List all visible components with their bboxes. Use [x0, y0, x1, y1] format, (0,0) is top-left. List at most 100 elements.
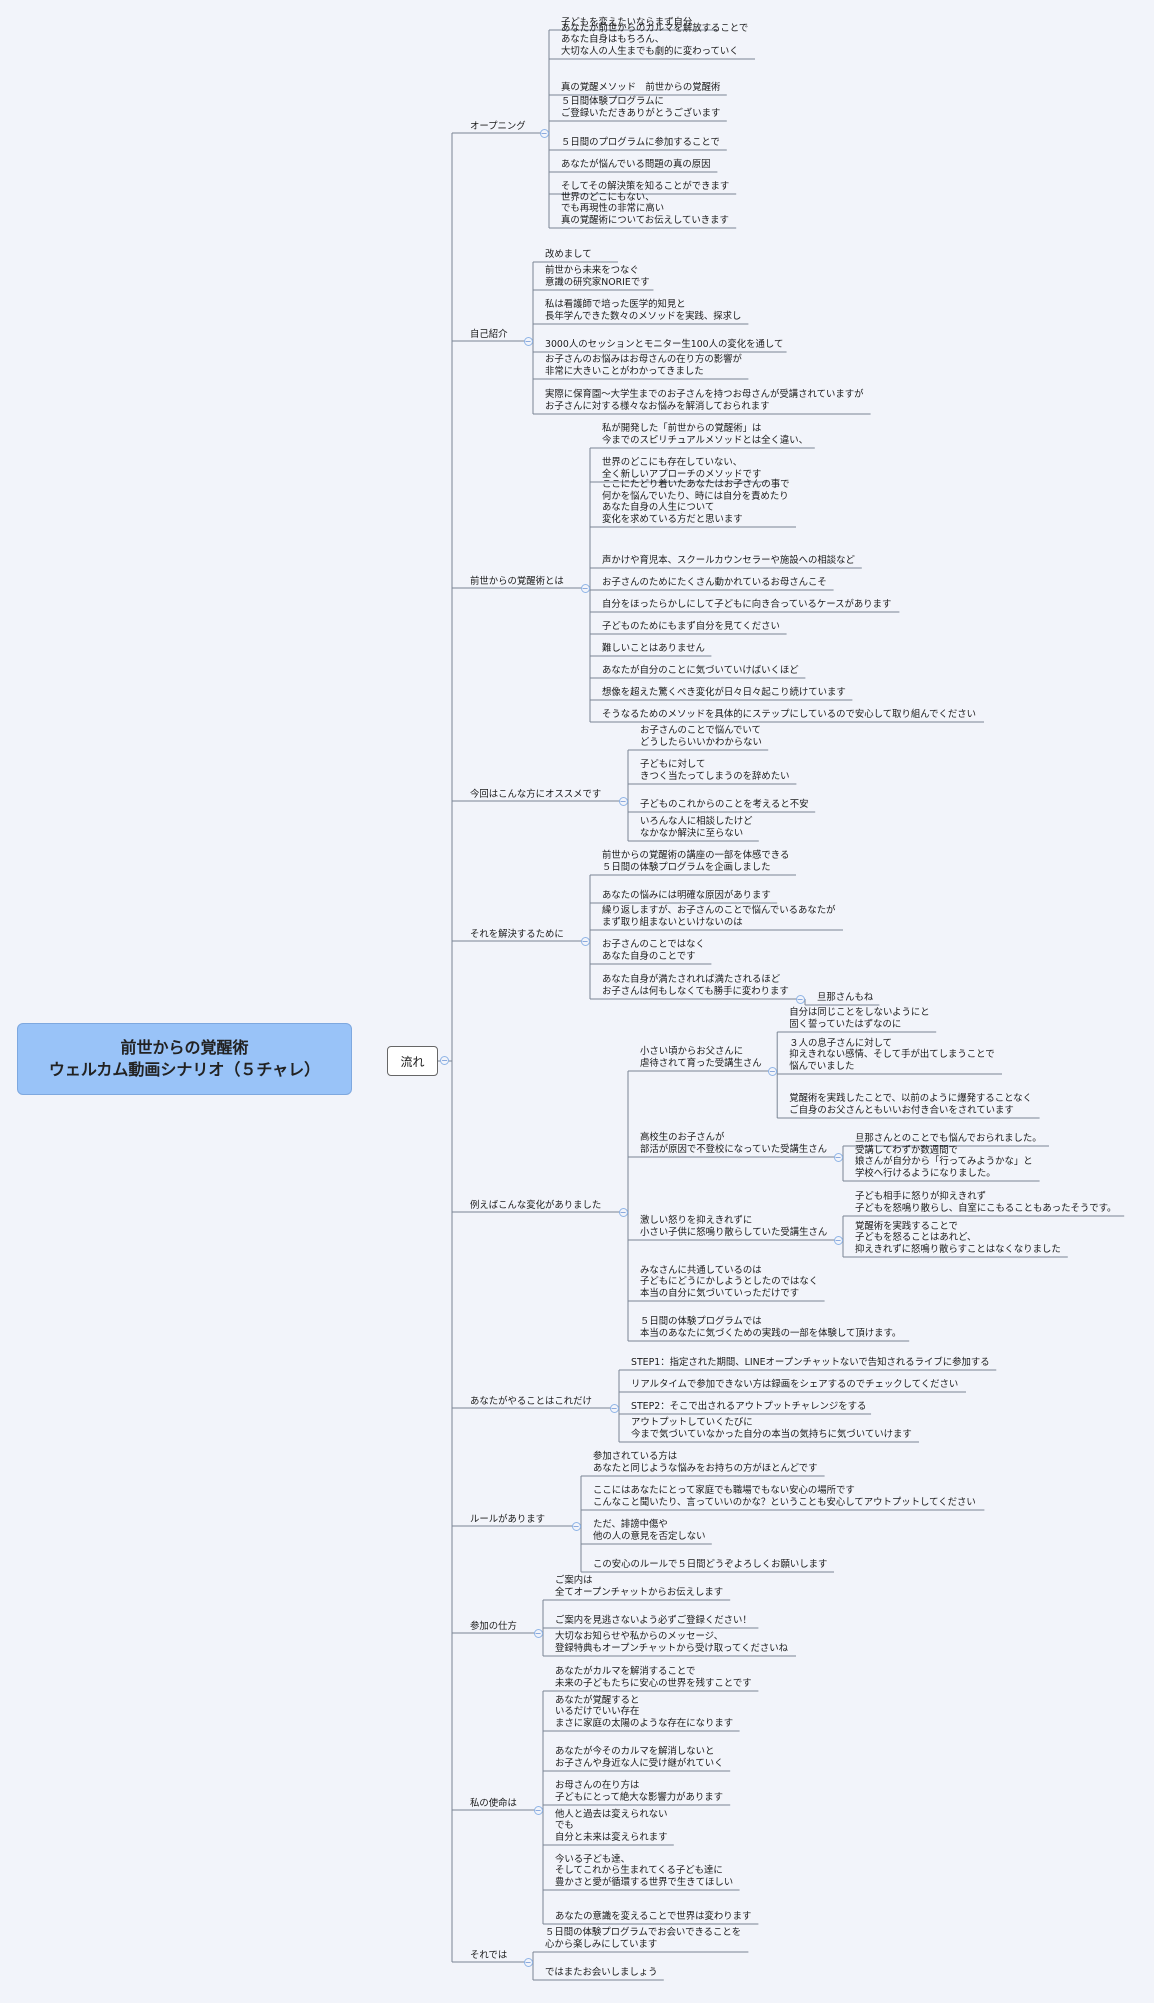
sub-leaf-node[interactable]: 覚醒術を実践することで子どもを怒ることはあれど、抑えきれずに怒鳴り散らすことはな…: [855, 1221, 1061, 1256]
branch-b2[interactable]: 自己紹介: [470, 328, 508, 340]
collapse-toggle-icon[interactable]: −: [767, 1066, 777, 1076]
leaf-node[interactable]: あなたが悩んでいる問題の真の原因: [561, 159, 711, 171]
leaf-node[interactable]: あなたの意識を変えることで世界は変わります: [555, 1911, 751, 1923]
leaf-node[interactable]: 世界のどこにもない、でも再現性の非常に高い真の覚醒術についてお伝えしていきます: [561, 192, 729, 227]
leaf-node[interactable]: ここにはあなたにとって家庭でも職場でもない安心の場所ですこんなこと聞いたり、言っ…: [593, 1485, 976, 1508]
collapse-toggle-icon[interactable]: −: [580, 936, 590, 946]
leaf-node[interactable]: 前世から未来をつなぐ意識の研究家NORIEです: [545, 265, 650, 288]
leaf-node[interactable]: そしてその解決策を知ることができます: [561, 181, 729, 193]
leaf-node[interactable]: 他人と過去は変えられないでも自分と未来は変えられます: [555, 1809, 668, 1844]
leaf-node[interactable]: お子さんのためにたくさん動かれているお母さんこそ: [602, 577, 827, 589]
branch-b6[interactable]: 例えばこんな変化がありました: [470, 1199, 602, 1211]
collapse-toggle-icon[interactable]: −: [580, 583, 590, 593]
branch-b1[interactable]: オープニング: [470, 120, 526, 132]
sub-leaf-node[interactable]: 旦那さんとのことでも悩んでおられました。: [855, 1133, 1042, 1145]
sub-leaf-node[interactable]: 覚醒術を実践したことで、以前のように爆発することなくご自身のお父さんともいいお付…: [789, 1093, 1032, 1116]
leaf-node[interactable]: お子さんのことで悩んでいてどうしたらいいかわからない: [640, 725, 762, 748]
leaf-node[interactable]: 大切なお知らせや私からのメッセージ、登録特典もオープンチャットから受け取ってくだ…: [555, 1631, 788, 1654]
leaf-node[interactable]: あなたの悩みには明確な原因があります: [602, 890, 771, 902]
leaf-node[interactable]: お子さんのことではなくあなた自身のことです: [602, 939, 705, 962]
leaf-node[interactable]: 子どもに対してきつく当たってしまうのを辞めたい: [640, 759, 790, 782]
leaf-node[interactable]: ご案内は全てオープンチャットからお伝えします: [555, 1575, 723, 1598]
collapse-toggle-icon[interactable]: −: [571, 1521, 581, 1531]
leaf-node[interactable]: あなたが覚醒するといるだけでいい存在まさに家庭の太陽のような存在になります: [555, 1695, 733, 1730]
leaf-node[interactable]: あなたが今そのカルマを解消しないとお子さんや身近な人に受け継がれていく: [555, 1746, 723, 1769]
node-text-line: まず取り組まないといけないのは: [602, 916, 743, 928]
sub-leaf-node[interactable]: 旦那さんもね: [817, 992, 873, 1004]
collapse-toggle-icon[interactable]: −: [523, 1957, 533, 1967]
leaf-node[interactable]: 声かけや育児本、スクールカウンセラーや施設への相談など: [602, 555, 855, 567]
leaf-node[interactable]: 実際に保育園〜大学生までのお子さんを持つお母さんが受講されていますがお子さんに対…: [545, 389, 863, 412]
collapse-toggle-icon[interactable]: −: [533, 1628, 543, 1638]
leaf-node[interactable]: ５日間の体験プログラムでは本当のあなたに気づくための実践の一部を体験して頂けます…: [640, 1316, 901, 1339]
leaf-node[interactable]: ただ、誹謗中傷や他の人の意見を否定しない: [593, 1519, 706, 1542]
branch-b3[interactable]: 前世からの覚醒術とは: [470, 575, 564, 587]
leaf-node[interactable]: みなさんに共通しているのは子どもにどうにかしようとしたのではなく本当の自分に気づ…: [640, 1265, 818, 1300]
leaf-node[interactable]: 小さい頃からお父さんに虐待されて育った受講生さん: [640, 1046, 762, 1069]
collapse-toggle-icon[interactable]: −: [523, 336, 533, 346]
collapse-toggle-icon[interactable]: −: [618, 796, 628, 806]
leaf-node[interactable]: ５日間の体験プログラムでお会いできることを心から楽しみにしています: [545, 1927, 741, 1950]
leaf-node[interactable]: いろんな人に相談したけどなかなか解決に至らない: [640, 816, 753, 839]
leaf-node[interactable]: 子どものこれからのことを考えると不安: [640, 799, 808, 811]
branch-b11[interactable]: それでは: [470, 1949, 508, 1961]
collapse-toggle-icon[interactable]: −: [833, 1235, 843, 1245]
branch-b4[interactable]: 今回はこんな方にオススメです: [470, 788, 602, 800]
leaf-node[interactable]: STEP1：指定された期間、LINEオープンチャットないで告知されるライブに参加…: [631, 1357, 990, 1369]
leaf-node[interactable]: お母さんの在り方は子どもにとって絶大な影響力があります: [555, 1780, 723, 1803]
leaf-node[interactable]: 想像を超えた驚くべき変化が日々日々起こり続けています: [602, 687, 846, 699]
leaf-node[interactable]: ここにたどり着いたあなたはお子さんの事で何かを悩んでいたり、時には自分を責めたり…: [602, 479, 790, 525]
node-text-line: アウトプットしていくたびに: [631, 1417, 753, 1428]
leaf-node[interactable]: ５日間のプログラムに参加することで: [561, 137, 720, 149]
sub-leaf-node[interactable]: 自分は同じことをしないようにと固く誓っていたはずなのに: [789, 1007, 929, 1030]
leaf-node[interactable]: 私は看護師で培った医学的知見と長年学んできた数々のメソッドを実践、探求し: [545, 299, 741, 322]
collapse-toggle-icon[interactable]: −: [618, 1207, 628, 1217]
collapse-toggle-icon[interactable]: −: [609, 1403, 619, 1413]
leaf-node[interactable]: 私が開発した「前世からの覚醒術」は今までのスピリチュアルメソッドとは全く違い、: [602, 423, 808, 446]
leaf-node[interactable]: ではまたお会いしましょう: [545, 1967, 658, 1979]
leaf-node[interactable]: アウトプットしていくたびに今まで気づいていなかった自分の本当の気持ちに気づいてい…: [631, 1417, 912, 1440]
branch-b8[interactable]: ルールがあります: [470, 1513, 546, 1525]
leaf-node[interactable]: 真の覚醒メソッド 前世からの覚醒術: [561, 82, 720, 94]
leaf-node[interactable]: あなた自身が満たされれば満たされるほどお子さんは何もしなくても勝手に変わります: [602, 974, 789, 997]
leaf-node[interactable]: そうなるためのメソッドを具体的にステップにしているので安心して取り組んでください: [602, 709, 976, 721]
branch-b5[interactable]: それを解決するために: [470, 928, 564, 940]
leaf-node[interactable]: 参加されている方はあなたと同じような悩みをお持ちの方がほとんどです: [593, 1451, 818, 1474]
leaf-node[interactable]: 難しいことはありません: [602, 643, 705, 655]
center-topic[interactable]: 流れ: [387, 1046, 438, 1076]
leaf-node[interactable]: ５日間体験プログラムにご登録いただきありがとうございます: [561, 96, 720, 119]
sub-leaf-node[interactable]: ３人の息子さんに対して抑えきれない感情、そして手が出てしまうことで悩んでいました: [789, 1038, 994, 1073]
collapse-toggle-icon[interactable]: −: [539, 128, 549, 138]
collapse-toggle-icon[interactable]: −: [440, 1056, 449, 1065]
leaf-node[interactable]: あなたが前世からのカルマを解放することであなた自身はもちろん、大切な人の人生まで…: [561, 23, 748, 58]
sub-leaf-node[interactable]: 受講してわずか数週間で娘さんが自分から「行ってみようかな」と学校へ行けるようにな…: [855, 1145, 1033, 1180]
leaf-node[interactable]: 高校生のお子さんが部活が原因で不登校になっていた受講生さん: [640, 1132, 827, 1155]
collapse-toggle-icon[interactable]: −: [795, 994, 805, 1004]
leaf-node[interactable]: 激しい怒りを抑えきれずに小さい子供に怒鳴り散らしていた受講生さん: [640, 1215, 827, 1238]
root-topic[interactable]: 前世からの覚醒術 ウェルカム動画シナリオ（５チャレ）: [17, 1023, 352, 1095]
branch-b7[interactable]: あなたがやることはこれだけ: [470, 1395, 592, 1407]
leaf-node[interactable]: この安心のルールで５日間どうぞよろしくお願いします: [593, 1559, 827, 1571]
leaf-node[interactable]: 自分をほったらかしにして子どもに向き合っているケースがあります: [602, 599, 891, 611]
leaf-node[interactable]: あなたが自分のことに気づいていけばいくほど: [602, 665, 799, 677]
branch-b9[interactable]: 参加の仕方: [470, 1620, 517, 1632]
leaf-node[interactable]: 今いる子ども達、そしてこれから生まれてくる子ども達に豊かさと愛が循環する世界で生…: [555, 1854, 733, 1889]
leaf-node[interactable]: お子さんのお悩みはお母さんの在り方の影響が非常に大きいことがわかってきました: [545, 354, 742, 377]
collapse-toggle-icon[interactable]: −: [833, 1152, 843, 1162]
branch-b10[interactable]: 私の使命は: [470, 1797, 517, 1809]
leaf-node[interactable]: 子どもを変えたいならまず自分: [561, 17, 692, 29]
leaf-node[interactable]: 3000人のセッションとモニター生100人の変化を通して: [545, 339, 783, 351]
sub-leaf-node[interactable]: 子ども相手に怒りが抑えきれず子どもを怒鳴り散らし、自室にこもることもあったそうで…: [855, 1191, 1116, 1214]
leaf-node[interactable]: STEP2：そこで出されるアウトプットチャレンジをする: [631, 1401, 866, 1413]
leaf-node[interactable]: 繰り返しますが、お子さんのことで悩んでいるあなたがまず取り組まないといけないのは: [602, 905, 835, 928]
leaf-node[interactable]: 世界のどこにも存在していない、全く新しいアプローチのメソッドです: [602, 457, 761, 480]
leaf-node[interactable]: ご案内を見逃さないよう必ずご登録ください！: [555, 1615, 752, 1627]
leaf-node[interactable]: あなたがカルマを解消することで未来の子どもたちに安心の世界を残すことです: [555, 1666, 752, 1689]
leaf-node[interactable]: リアルタイムで参加できない方は録画をシェアするのでチェックしてください: [631, 1379, 958, 1391]
node-text-line: ご案内は: [555, 1575, 593, 1586]
leaf-node[interactable]: 改めまして: [545, 249, 592, 261]
collapse-toggle-icon[interactable]: −: [533, 1805, 543, 1815]
leaf-node[interactable]: 子どものためにもまず自分を見てください: [602, 621, 780, 633]
